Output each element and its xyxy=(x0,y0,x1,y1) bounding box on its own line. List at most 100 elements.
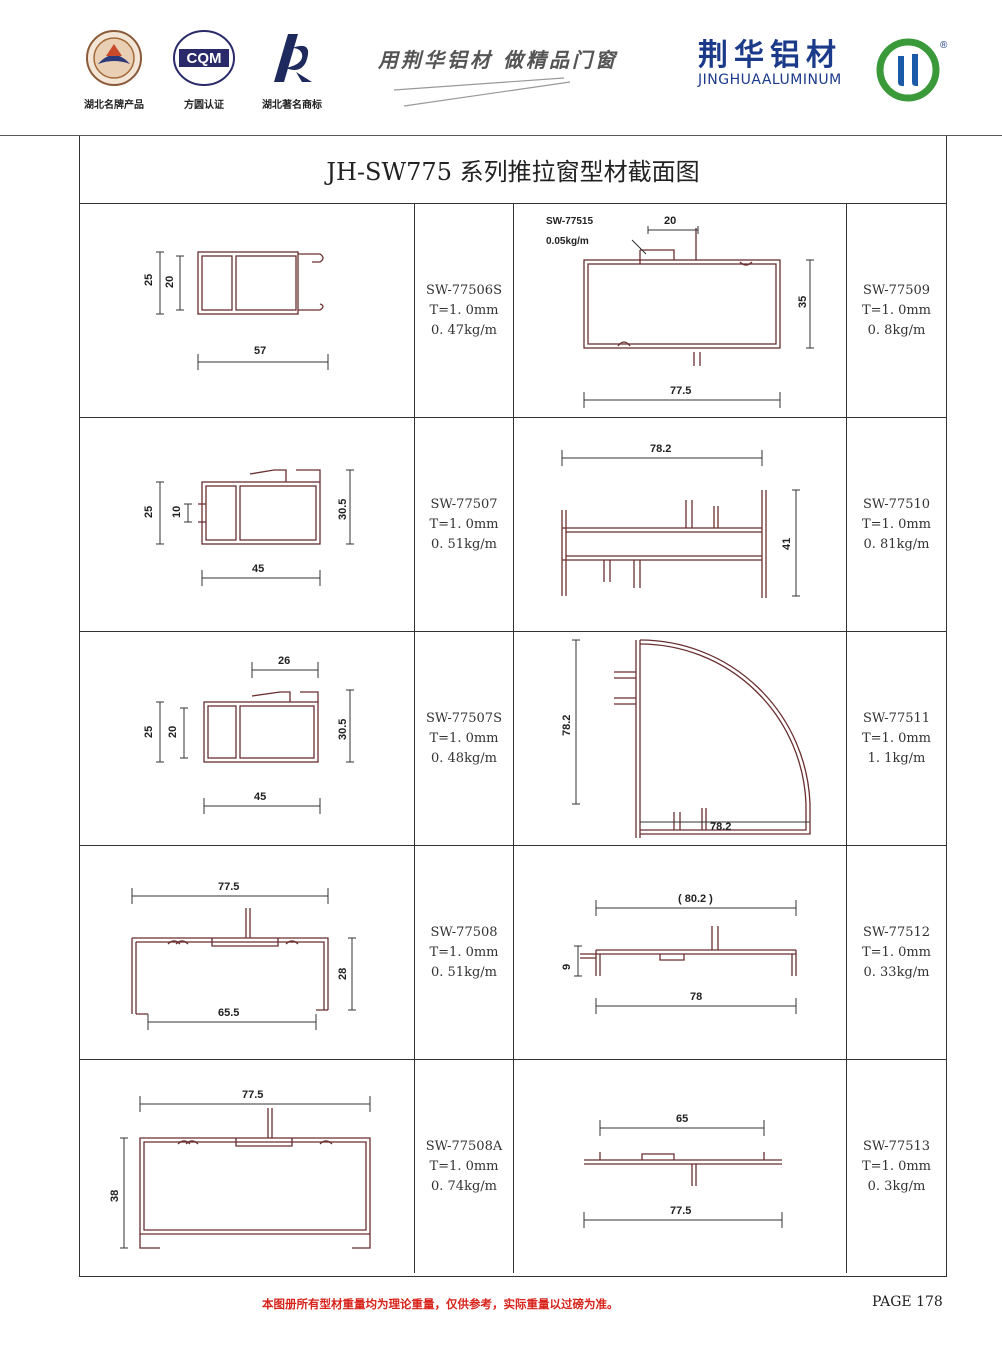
dimension-label: 30.5 xyxy=(337,719,349,740)
profile-row: 26 25 20 30.5 45 SW-77507S T=1. 0mm 0. 4… xyxy=(80,632,946,846)
profile-sw-77511-drawing: 78.2 78.2 xyxy=(561,639,811,838)
page-number: PAGE 178 xyxy=(872,1294,943,1310)
profile-drawing-cell: 78.2 41 xyxy=(514,418,847,631)
dimension-label: 10 xyxy=(171,506,183,518)
dimension-label: 20 xyxy=(164,276,176,288)
profile-code: SW-77510 xyxy=(862,496,931,512)
dimension-label: 65 xyxy=(676,1113,688,1125)
profile-row: 25 20 57 SW-77506S T=1. 0mm 0. 47kg/m xyxy=(80,204,946,418)
profile-weight: 1. 1kg/m xyxy=(867,750,926,766)
profile-drawing-cell: 77.5 28 65.5 xyxy=(80,846,415,1059)
dimension-label: ( 80.2 ) xyxy=(678,893,713,905)
dimension-label: 38 xyxy=(109,1190,121,1202)
profile-sw-77508-drawing: 77.5 28 65.5 xyxy=(131,881,356,1030)
dimension-label: 20 xyxy=(167,726,179,738)
profile-grid: 25 20 57 SW-77506S T=1. 0mm 0. 47kg/m xyxy=(80,204,946,1276)
cqm-logo: CQM 方圆认证 xyxy=(172,28,236,111)
svg-text:CQM: CQM xyxy=(187,50,222,67)
profile-sw-77509-drawing: SW-77515 0.05kg/m 20 35 77.5 xyxy=(546,215,814,408)
provincial-brand-seal-icon xyxy=(86,30,142,86)
profile-spec-cell: SW-77507 T=1. 0mm 0. 51kg/m xyxy=(415,418,514,631)
dimension-label: 41 xyxy=(781,538,793,550)
profile-thickness: T=1. 0mm xyxy=(429,516,499,532)
profile-drawing-cell: 77.5 38 xyxy=(80,1060,415,1273)
profile-code: SW-77507S xyxy=(426,710,502,726)
profile-sw-77512-drawing: ( 80.2 ) 9 78 xyxy=(561,893,797,1014)
dimension-label: 20 xyxy=(664,215,676,227)
profile-drawing-cell: SW-77515 0.05kg/m 20 35 77.5 xyxy=(514,204,847,417)
dimension-label: 9 xyxy=(561,964,573,970)
profile-sw-77507-drawing: 25 10 30.5 45 xyxy=(143,469,354,586)
dimension-label: 45 xyxy=(252,563,264,575)
profile-thickness: T=1. 0mm xyxy=(429,730,499,746)
dimension-label: 77.5 xyxy=(670,1205,691,1217)
profile-spec-cell: SW-77506S T=1. 0mm 0. 47kg/m xyxy=(415,204,514,417)
profile-sw-77507s-drawing: 26 25 20 30.5 45 xyxy=(143,655,354,814)
profile-drawing-cell: ( 80.2 ) 9 78 xyxy=(514,846,847,1059)
profile-code: SW-77509 xyxy=(862,282,931,298)
profile-weight: 0. 81kg/m xyxy=(863,536,930,552)
dimension-label: 25 xyxy=(143,506,155,518)
profile-code: SW-77512 xyxy=(862,924,931,940)
cqm-certification-icon: CQM xyxy=(173,30,235,86)
jinghua-logo-icon: ® xyxy=(876,38,948,102)
dimension-label: 25 xyxy=(143,726,155,738)
dimension-label: 26 xyxy=(278,655,290,667)
profile-weight: 0. 47kg/m xyxy=(431,322,497,338)
profile-thickness: T=1. 0mm xyxy=(861,944,932,960)
dimension-label: 35 xyxy=(797,296,809,308)
sub-profile-weight: 0.05kg/m xyxy=(546,236,589,247)
profile-thickness: T=1. 0mm xyxy=(861,516,932,532)
profile-code: SW-77508A xyxy=(425,1138,503,1154)
profile-code: SW-77511 xyxy=(862,710,931,726)
profile-sw-77508a-drawing: 77.5 38 xyxy=(109,1089,371,1249)
page-title: JH-SW775 系列推拉窗型材截面图 xyxy=(80,136,946,204)
brand-name-en: JINGHUAALUMINUM xyxy=(698,72,842,88)
profile-code: SW-77513 xyxy=(862,1138,931,1154)
sub-profile-code: SW-77515 xyxy=(546,216,593,227)
profile-row: 77.5 38 SW-77508A T=1. 0mm 0. 74kg/m xyxy=(80,1060,946,1274)
dimension-label: 25 xyxy=(143,274,155,286)
profile-code: SW-77507 xyxy=(430,496,498,512)
profile-code: SW-77508 xyxy=(430,924,498,940)
profile-spec-cell: SW-77511 T=1. 0mm 1. 1kg/m xyxy=(847,632,946,845)
profile-thickness: T=1. 0mm xyxy=(429,1158,499,1174)
slogan-underline xyxy=(394,77,571,107)
dimension-label: 57 xyxy=(254,345,266,357)
header-divider xyxy=(0,135,1002,136)
trademark-logo: 湖北著名商标 xyxy=(262,28,322,111)
logo-caption: 湖北名牌产品 xyxy=(84,100,144,111)
profile-weight: 0. 33kg/m xyxy=(863,964,930,980)
profile-thickness: T=1. 0mm xyxy=(861,730,932,746)
dimension-label: 78 xyxy=(690,991,702,1003)
profile-thickness: T=1. 0mm xyxy=(429,302,499,318)
dimension-label: 65.5 xyxy=(218,1007,239,1019)
page-header: 湖北名牌产品 CQM 方圆认证 湖北著名商标 用荆华铝材 做精品门窗 荆华铝材 … xyxy=(0,0,1002,136)
profile-drawing-cell: 25 10 30.5 45 xyxy=(80,418,415,631)
dimension-label: 45 xyxy=(254,791,266,803)
svg-text:®: ® xyxy=(940,40,948,51)
dimension-label: 78.2 xyxy=(650,443,671,455)
dimension-label: 30.5 xyxy=(337,499,349,520)
profile-thickness: T=1. 0mm xyxy=(429,944,499,960)
weight-disclaimer: 本图册所有型材重量均为理论重量，仅供参考，实际重量以过磅为准。 xyxy=(262,1297,619,1311)
dimension-label: 77.5 xyxy=(670,385,691,397)
profile-weight: 0. 51kg/m xyxy=(431,536,497,552)
profile-weight: 0. 48kg/m xyxy=(431,750,497,766)
profile-sw-77510-drawing: 78.2 41 xyxy=(561,443,800,598)
profile-drawing-cell: 25 20 57 xyxy=(80,204,415,417)
profile-weight: 0. 3kg/m xyxy=(867,1178,926,1194)
dimension-label: 78.2 xyxy=(561,715,573,736)
profile-weight: 0. 51kg/m xyxy=(431,964,497,980)
brand-name: 荆华铝材 JINGHUAALUMINUM xyxy=(698,40,842,89)
profile-thickness: T=1. 0mm xyxy=(861,302,932,318)
brand-seal-logo: 湖北名牌产品 xyxy=(84,28,144,111)
profile-weight: 0. 74kg/m xyxy=(431,1178,497,1194)
famous-trademark-icon xyxy=(274,34,312,82)
profile-sw-77513-drawing: 65 77.5 xyxy=(583,1113,783,1228)
profile-spec-cell: SW-77510 T=1. 0mm 0. 81kg/m xyxy=(847,418,946,631)
logo-caption: 湖北著名商标 xyxy=(262,100,322,111)
profile-spec-cell: SW-77513 T=1. 0mm 0. 3kg/m xyxy=(847,1060,946,1273)
dimension-label: 77.5 xyxy=(242,1089,263,1101)
profile-spec-cell: SW-77508A T=1. 0mm 0. 74kg/m xyxy=(415,1060,514,1273)
